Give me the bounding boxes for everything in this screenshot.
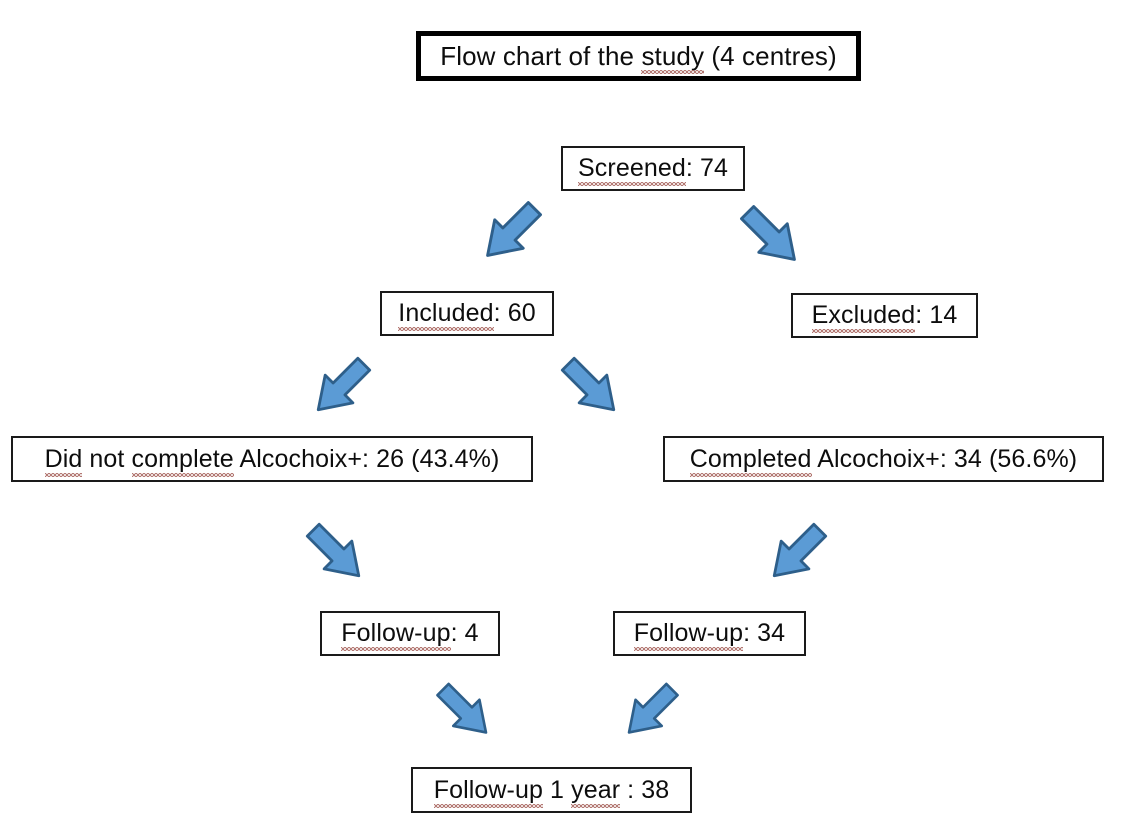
node-followup-left-label: Follow-up: 4 [341,619,479,651]
arrow-followup-right-to-followup-year [613,678,688,744]
misspelled-word: Follow-up [633,619,744,651]
misspelled-word: Screened [578,154,686,186]
arrow-screened-to-excluded [730,200,812,272]
arrow-followup-left-to-followup-year [427,678,502,744]
node-followup-right: Follow-up: 34 [613,611,806,656]
node-title-label: Flow chart of the study (4 centres) [440,41,837,74]
node-completed: Completed Alcochoix+: 34 (56.6%) [663,436,1104,482]
node-completed-label: Completed Alcochoix+: 34 (56.6%) [689,444,1078,477]
misspelled-word: Included [398,299,494,331]
node-followup-year-label: Follow-up 1 year : 38 [433,775,670,808]
misspelled-word: Did [44,444,83,477]
node-did-not-complete: Did not complete Alcochoix+: 26 (43.4%) [11,436,533,482]
node-followup-right-label: Follow-up: 34 [633,619,786,651]
node-excluded-label: Excluded: 14 [811,301,958,333]
misspelled-word: Follow-up [433,775,544,808]
misspelled-word: Completed [689,444,812,477]
node-followup-left: Follow-up: 4 [320,611,500,656]
misspelled-word: Excluded [811,301,916,333]
node-did-not-complete-label: Did not complete Alcochoix+: 26 (43.4%) [44,444,500,477]
arrow-included-to-did-not-complete [302,352,380,422]
misspelled-word: Follow-up [341,619,451,651]
node-title: Flow chart of the study (4 centres) [416,31,861,81]
node-screened-label: Screened: 74 [578,154,728,186]
arrow-screened-to-included [470,196,552,268]
arrow-completed-to-followup-right [757,518,837,588]
node-screened: Screened: 74 [561,146,745,191]
misspelled-word: study [641,41,705,74]
node-excluded: Excluded: 14 [791,293,978,338]
node-included-label: Included: 60 [398,299,536,331]
node-followup-year: Follow-up 1 year : 38 [411,767,692,813]
node-included: Included: 60 [380,291,554,336]
misspelled-word: complete [131,444,235,477]
arrow-did-not-complete-to-followup-left [296,518,376,588]
arrow-included-to-completed [552,352,630,422]
misspelled-word: year [571,775,621,808]
